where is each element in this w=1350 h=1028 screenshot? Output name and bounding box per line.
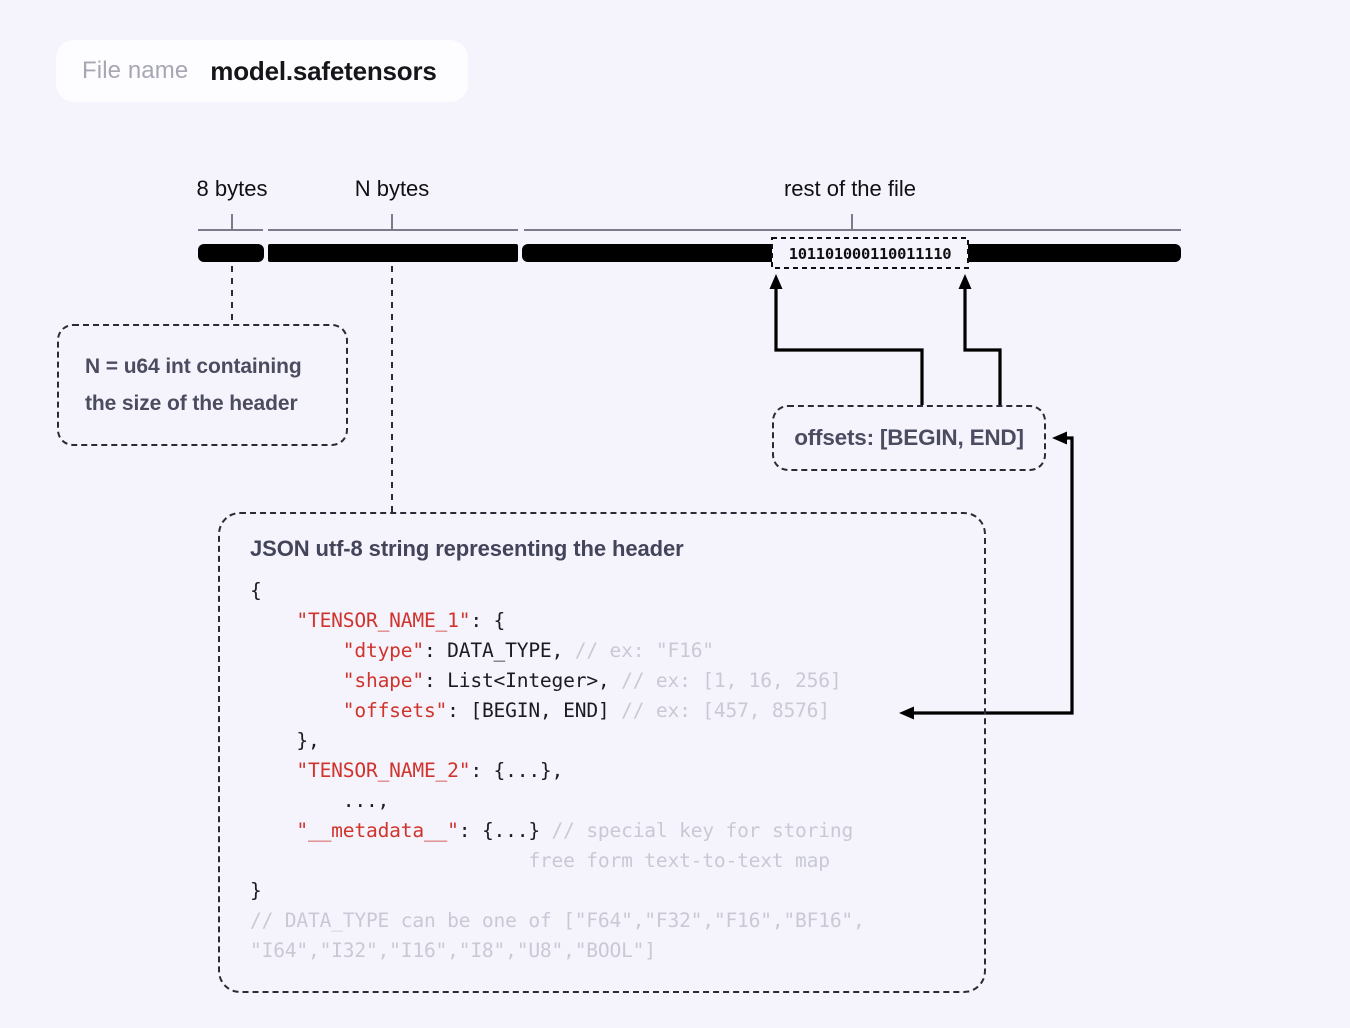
code-line: // DATA_TYPE can be one of ["F64","F32",…	[250, 909, 865, 932]
note-offsets: offsets: [BEGIN, END]	[772, 405, 1046, 471]
note-header-size-line2: the size of the header	[85, 391, 298, 415]
json-header-title: JSON utf-8 string representing the heade…	[250, 536, 684, 561]
note-offsets-label: offsets: [BEGIN, END]	[794, 425, 1024, 450]
code-line: free form text-to-text map	[528, 849, 830, 872]
code-line: "shape": List<Integer>, // ex: [1, 16, 2…	[342, 669, 842, 692]
file-name-value: model.safetensors	[210, 55, 437, 86]
segment-label-8-bytes: 8 bytes	[196, 176, 268, 201]
code-line: }	[250, 879, 262, 902]
json-header-code: { "TENSOR_NAME_1": { "dtype": DATA_TYPE,…	[250, 576, 956, 966]
segment-label-rest-of-file: rest of the file	[783, 176, 917, 201]
json-header-panel: JSON utf-8 string representing the heade…	[218, 512, 986, 993]
code-line: "TENSOR_NAME_2": {...},	[296, 759, 564, 782]
code-line: ...,	[250, 789, 390, 812]
note-header-size: N = u64 int containing the size of the h…	[57, 324, 348, 446]
segment-label-n-bytes: N bytes	[354, 176, 430, 201]
file-bar	[198, 244, 1181, 262]
code-line: },	[250, 729, 320, 752]
file-name-pill: File name model.safetensors	[56, 40, 468, 102]
code-line: "I64","I32","I16","I8","U8","BOOL"]	[250, 939, 656, 962]
offsets-arrowheads	[769, 274, 972, 289]
code-line: "dtype": DATA_TYPE, // ex: "F16"	[342, 639, 714, 662]
code-line: "__metadata__": {...} // special key for…	[296, 819, 854, 842]
offsets-arrows	[774, 284, 1002, 405]
file-name-label: File name	[82, 57, 189, 84]
code-line: {	[250, 579, 262, 602]
code-line: "TENSOR_NAME_1": {	[296, 609, 506, 632]
binary-sample-text: 101101000110011110	[788, 244, 952, 262]
note-header-size-line1: N = u64 int containing	[85, 354, 302, 378]
code-line: "offsets": [BEGIN, END] // ex: [457, 857…	[342, 699, 830, 722]
ruler-ticks	[198, 214, 1181, 231]
